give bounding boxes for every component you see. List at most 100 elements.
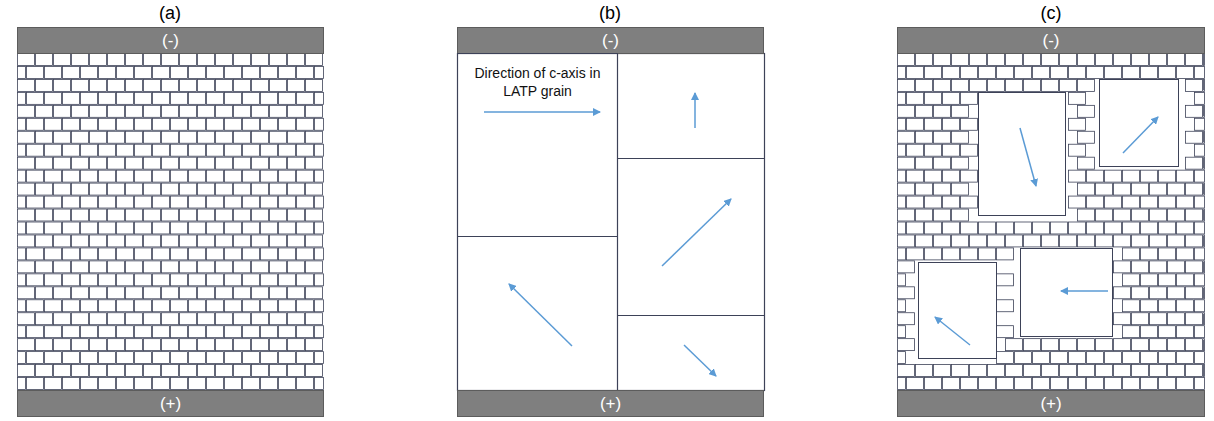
fine-grain — [135, 378, 152, 390]
fine-grain — [153, 92, 170, 104]
fine-grain — [1114, 339, 1131, 351]
fine-grain — [1006, 235, 1023, 247]
fine-grain — [916, 209, 933, 221]
fine-grain — [45, 118, 62, 130]
fine-grain — [108, 365, 125, 377]
fine-grain — [306, 339, 323, 351]
fine-grain — [81, 248, 98, 260]
fine-grain — [288, 79, 305, 91]
fine-grain — [907, 248, 924, 260]
fine-grain — [898, 287, 915, 299]
fine-grain — [45, 248, 62, 260]
fine-grain — [1204, 157, 1205, 169]
fine-grain — [1168, 339, 1185, 351]
fine-grain — [315, 66, 324, 78]
c-axis-arrow — [509, 284, 572, 346]
fine-grain — [36, 105, 53, 117]
fine-grain — [1186, 79, 1203, 91]
fine-grain — [144, 105, 161, 117]
fine-grain — [189, 144, 206, 156]
fine-grain — [99, 66, 116, 78]
fine-grain — [1123, 274, 1140, 286]
fine-grain — [898, 196, 906, 208]
fine-grain — [952, 157, 969, 169]
fine-grain — [315, 196, 324, 208]
fine-grain — [306, 209, 323, 221]
fine-grain — [81, 326, 98, 338]
fine-grain — [252, 54, 269, 66]
fine-grain — [18, 209, 35, 221]
fine-grain — [1024, 339, 1041, 351]
fine-grain — [997, 352, 1014, 364]
fine-grain — [261, 352, 278, 364]
fine-grain — [1159, 300, 1176, 312]
fine-grain — [1096, 54, 1113, 66]
fine-grain — [270, 287, 287, 299]
fine-grain — [1060, 235, 1077, 247]
fine-grain — [315, 170, 324, 182]
fine-grain — [925, 378, 942, 390]
fine-grain — [243, 170, 260, 182]
fine-grain — [916, 54, 933, 66]
fine-grain — [162, 235, 179, 247]
fine-grain — [45, 222, 62, 234]
fine-grain — [108, 183, 125, 195]
fine-grain — [18, 326, 26, 338]
fine-grain — [99, 196, 116, 208]
fine-grain — [189, 196, 206, 208]
fine-grain — [1204, 261, 1205, 273]
fine-grain — [198, 287, 215, 299]
fine-grain — [144, 209, 161, 221]
fine-grain — [323, 235, 324, 247]
fine-grain — [162, 261, 179, 273]
fine-grain — [925, 222, 942, 234]
fine-grain — [162, 183, 179, 195]
fine-grain — [180, 365, 197, 377]
fine-grain — [315, 326, 324, 338]
fine-grain — [952, 131, 969, 143]
fine-grain — [72, 339, 89, 351]
fine-grain — [189, 248, 206, 260]
fine-grain — [27, 66, 44, 78]
fine-grain — [54, 131, 71, 143]
fine-grain — [207, 196, 224, 208]
fine-grain — [117, 92, 134, 104]
fine-grain — [18, 222, 26, 234]
fine-grain — [1186, 183, 1203, 195]
fine-grain — [943, 248, 960, 260]
fine-grain — [898, 365, 915, 377]
fine-grain — [898, 144, 906, 156]
fine-grain — [234, 313, 251, 325]
fine-grain — [1177, 352, 1194, 364]
fine-grain — [997, 378, 1014, 390]
fine-grain — [234, 54, 251, 66]
fine-grain — [297, 92, 314, 104]
fine-grain — [1024, 235, 1041, 247]
fine-grain — [243, 326, 260, 338]
fine-grain — [943, 144, 960, 156]
fine-grain — [171, 300, 188, 312]
fine-grain — [970, 365, 987, 377]
fine-grain — [988, 235, 1005, 247]
fine-grain — [234, 157, 251, 169]
fine-grain — [81, 66, 98, 78]
fine-grain — [1204, 365, 1205, 377]
fine-grain — [99, 222, 116, 234]
fine-grain — [1150, 365, 1167, 377]
fine-grain — [952, 365, 969, 377]
fine-grain — [279, 92, 296, 104]
fine-grain — [961, 66, 978, 78]
fine-grain — [1069, 92, 1086, 104]
fine-grain — [1204, 235, 1205, 247]
fine-grain — [207, 144, 224, 156]
fine-grain — [270, 183, 287, 195]
fine-grain — [189, 378, 206, 390]
fine-grain — [323, 105, 324, 117]
fine-grain — [1078, 131, 1095, 143]
fine-grain — [925, 66, 942, 78]
fine-grain — [279, 170, 296, 182]
fine-grain — [306, 105, 323, 117]
fine-grain — [234, 183, 251, 195]
fine-grain — [898, 54, 915, 66]
fine-grain — [323, 365, 324, 377]
